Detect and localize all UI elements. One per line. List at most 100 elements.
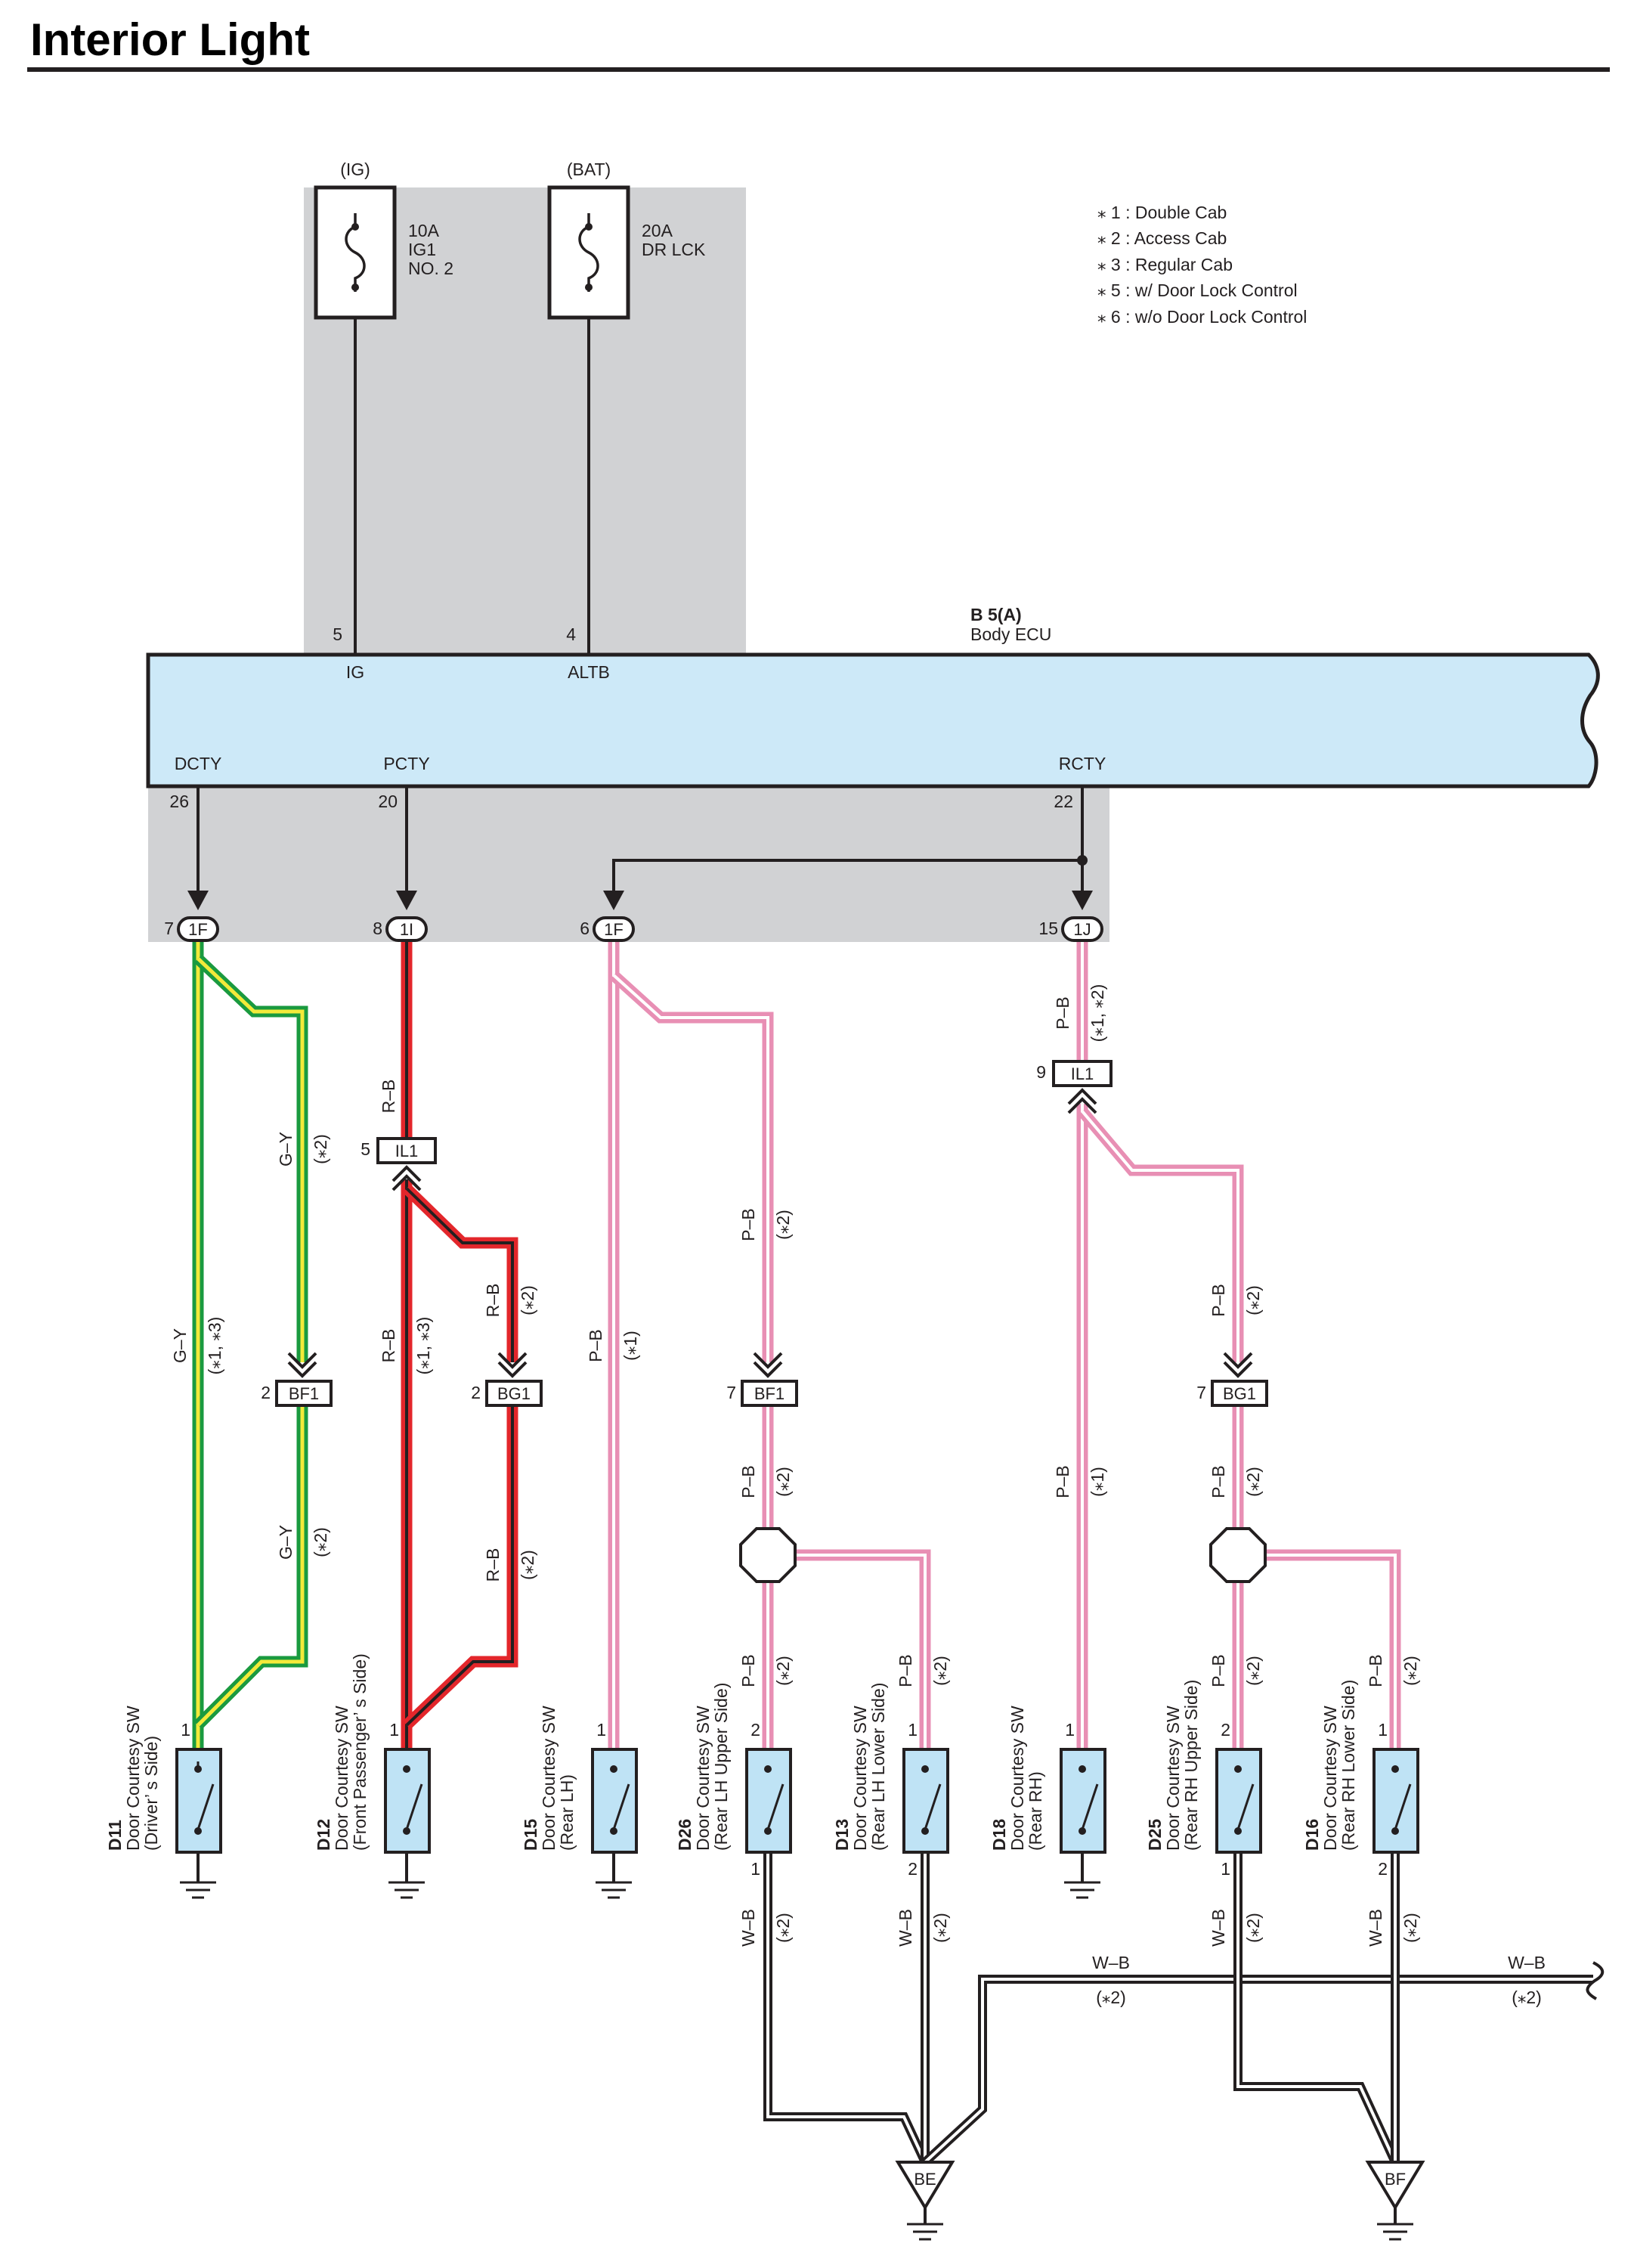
d15-code: D15 <box>521 1819 540 1851</box>
d13-line2: (Rear LH Lower Side) <box>868 1683 888 1851</box>
bg1-b-pin: 7 <box>1196 1383 1206 1402</box>
wire-rb <box>401 928 518 1749</box>
lbl-gy-3: G–Y <box>276 1525 296 1560</box>
bf1-a-pin: 2 <box>261 1383 271 1402</box>
lbl-pb-lh-3-note: (⁎2) <box>773 1656 793 1686</box>
door-courtesy-switches: 1 D11 Door Courtesy SW (Driver’ s Side) … <box>105 1653 1419 1899</box>
lbl-pb-rh-top-note: (⁎1, ⁎2) <box>1088 984 1107 1043</box>
lbl-wb-h1-note: (⁎2) <box>1096 1988 1126 2007</box>
lbl-pb-rh-1: P–B <box>1208 1284 1228 1316</box>
conn-1i-id: 1I <box>400 920 413 939</box>
lbl-wb-3: W–B <box>1208 1909 1228 1947</box>
wire-wb <box>763 1851 1605 2166</box>
lbl-rb-2-note: (⁎1, ⁎3) <box>413 1317 433 1375</box>
switch-d18: 1 D18 Door Courtesy SW (Rear RH) <box>989 1706 1106 1899</box>
il1-a-pin: 5 <box>361 1139 370 1159</box>
lbl-pb-rh-2-note: (⁎2) <box>1243 1467 1263 1497</box>
lbl-pb-lh-3: P–B <box>738 1654 758 1687</box>
switch-d26: 2 1 D26 Door Courtesy SW (Rear LH Upper … <box>675 1683 792 1879</box>
lbl-pb-rh-2: P–B <box>1208 1465 1228 1498</box>
lbl-rb-3-note: (⁎2) <box>518 1285 537 1315</box>
ecu-term-altb: ALTB <box>568 662 610 682</box>
fuse-bat-name: DR LCK <box>642 240 706 259</box>
lbl-pb-d15-note: (⁎1) <box>620 1331 640 1361</box>
splice-lh <box>739 1527 797 1583</box>
lbl-pb-d18-note: (⁎1) <box>1088 1467 1107 1497</box>
fuse-ig-name2: NO. 2 <box>408 259 453 278</box>
fuse-ig1: (IG) 10A IG1 NO. 2 <box>314 160 453 320</box>
cab-legend: ⁎ 1 : Double Cab ⁎ 2 : Access Cab ⁎ 3 : … <box>1097 203 1307 327</box>
lbl-pb-lh-2: P–B <box>738 1465 758 1498</box>
d11-line2: (Driver’ s Side) <box>141 1736 161 1851</box>
switch-d25: 2 1 D25 Door Courtesy SW (Rear RH Upper … <box>1145 1680 1262 1879</box>
conn-1f-pin: 7 <box>164 919 174 938</box>
lbl-pb-lh-2-note: (⁎2) <box>773 1467 793 1497</box>
lbl-pb-lh-4: P–B <box>896 1654 915 1687</box>
lbl-pb-rh-3: P–B <box>1208 1654 1228 1687</box>
body-ecu: B 5(A) Body ECU IG ALTB DCTY PCTY RCTY <box>146 605 1600 789</box>
il1-a-id: IL1 <box>395 1142 419 1160</box>
lbl-pb-rh-3-note: (⁎2) <box>1243 1656 1263 1686</box>
bg1-a-pin: 2 <box>471 1383 481 1402</box>
junction-connectors: 7 1F 8 1I 6 1F 15 1J <box>164 916 1103 942</box>
bf1-b-pin: 7 <box>726 1383 736 1402</box>
bf1-a-id: BF1 <box>289 1384 319 1403</box>
wire-pb <box>608 928 1401 1749</box>
d15-pin: 1 <box>596 1720 606 1740</box>
lbl-wb-3-note: (⁎2) <box>1243 1913 1263 1943</box>
ecu-term-rcty: RCTY <box>1059 754 1106 773</box>
fuse-bat-amp: 20A <box>642 221 673 240</box>
lbl-pb-rh-top: P–B <box>1053 996 1072 1029</box>
switch-d12: 1 D12 Door Courtesy SW (Front Passenger’… <box>314 1653 431 1899</box>
ecu-pin-rcty: 22 <box>1054 792 1073 811</box>
fuse-ig-source: (IG) <box>340 160 370 179</box>
d25-code: D25 <box>1145 1819 1165 1851</box>
ecu-code: B 5(A) <box>970 605 1022 624</box>
switch-d15: 1 D15 Door Courtesy SW (Rear LH) <box>521 1706 638 1899</box>
bg1-b-id: BG1 <box>1223 1384 1256 1403</box>
d18-pin: 1 <box>1065 1720 1075 1740</box>
lbl-rb: R–B <box>379 1080 398 1114</box>
ecu-pin-dcty: 26 <box>169 792 189 811</box>
fuse-ig-amp: 10A <box>408 221 440 240</box>
lbl-wb-4-note: (⁎2) <box>1400 1913 1420 1943</box>
il1-b-id: IL1 <box>1071 1064 1094 1083</box>
connector-bf1-b: 7 BF1 <box>726 1352 798 1407</box>
fuse-icon <box>345 213 366 292</box>
legend-item-6: ⁎ 6 : w/o Door Lock Control <box>1097 307 1307 327</box>
switch-d11: 1 D11 Door Courtesy SW (Driver’ s Side) <box>105 1706 222 1899</box>
lbl-pb-rh-4-note: (⁎2) <box>1400 1656 1420 1686</box>
lbl-gy-note: (⁎1, ⁎3) <box>205 1317 224 1375</box>
lbl-gy-2: G–Y <box>276 1132 296 1167</box>
ground-be: BE <box>895 2161 955 2241</box>
d26-pin-top: 2 <box>750 1720 760 1740</box>
conn-1f-b-pin: 6 <box>580 919 590 938</box>
ecu-term-pcty: PCTY <box>383 754 429 773</box>
lbl-pb-d18: P–B <box>1053 1465 1072 1498</box>
wire-rcty-branch <box>612 859 1082 895</box>
fuse-bat-source: (BAT) <box>567 160 611 179</box>
lbl-rb-4: R–B <box>483 1548 503 1582</box>
fuse-icon <box>578 213 599 292</box>
splice-rh <box>1209 1527 1267 1583</box>
d16-line1: Door Courtesy SW <box>1320 1706 1340 1851</box>
junction-arrows <box>187 891 1093 910</box>
switch-d16: 1 2 D16 Door Courtesy SW (Rear RH Lower … <box>1302 1680 1419 1879</box>
lbl-wb-h2: W–B <box>1508 1953 1546 1972</box>
d18-code: D18 <box>989 1819 1009 1851</box>
connector-il1-a: 5 IL1 <box>361 1137 437 1191</box>
ecu-term-dcty: DCTY <box>175 754 222 773</box>
conn-1j-pin: 15 <box>1038 919 1058 938</box>
lbl-gy: G–Y <box>170 1328 190 1363</box>
legend-item-2: ⁎ 2 : Access Cab <box>1097 228 1227 248</box>
bg1-a-id: BG1 <box>497 1384 531 1403</box>
wire-labels: G–Y (⁎1, ⁎3) G–Y (⁎2) G–Y (⁎2) R–B R–B (… <box>170 984 1546 2007</box>
ground-bf: BF <box>1365 2161 1425 2241</box>
lbl-gy-3-note: (⁎2) <box>311 1527 330 1557</box>
lbl-rb-2: R–B <box>379 1329 398 1363</box>
d12-line1: Door Courtesy SW <box>332 1706 351 1851</box>
legend-item-1: ⁎ 1 : Double Cab <box>1097 203 1227 222</box>
d26-code: D26 <box>675 1819 695 1851</box>
ecu-pin-ig: 5 <box>333 624 342 644</box>
